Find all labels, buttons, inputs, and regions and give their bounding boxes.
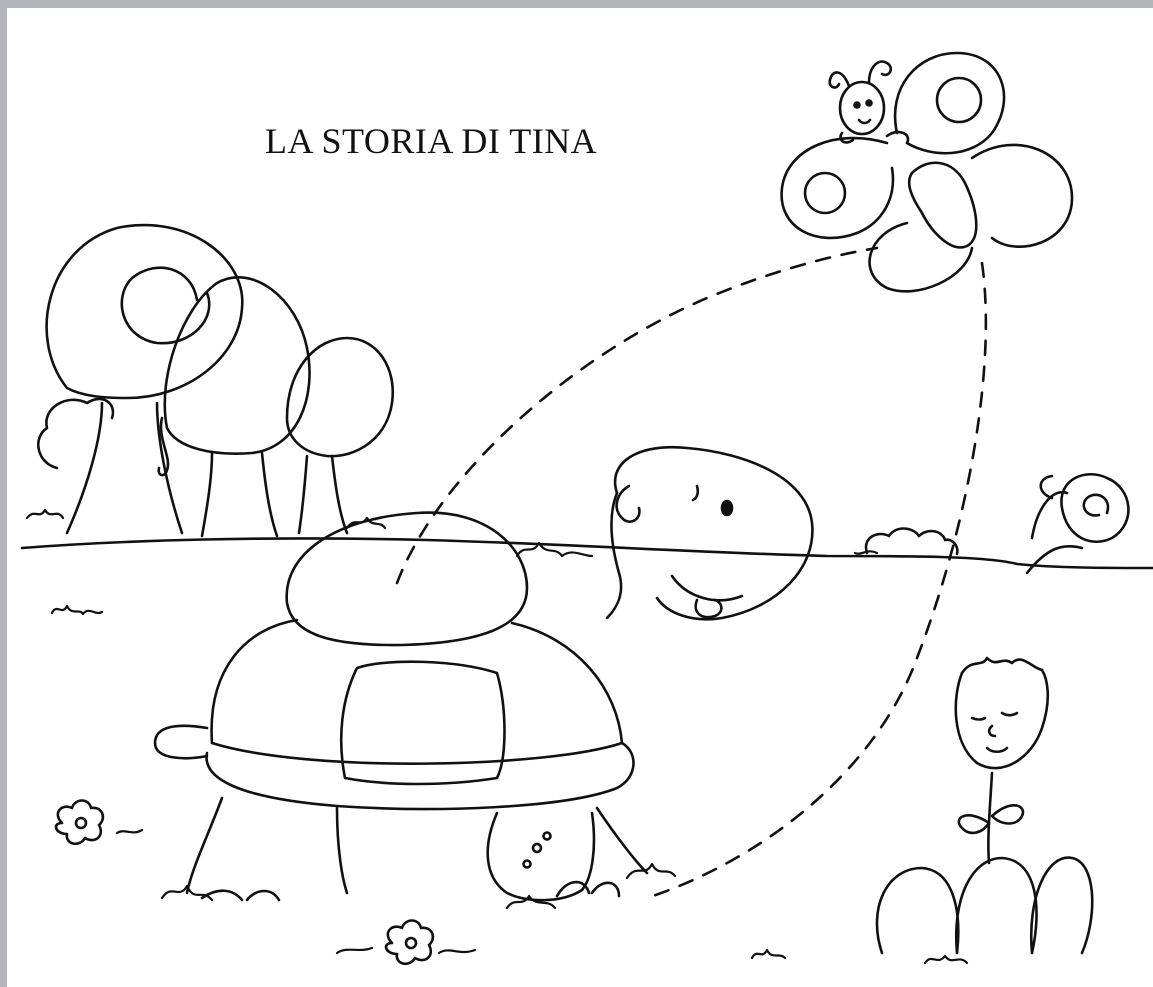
turtle-leg-spot-3	[524, 861, 531, 868]
tulip-leaf-left	[959, 815, 989, 833]
turtle-toes-back	[202, 891, 279, 900]
tulip-face-mouth	[987, 748, 1007, 752]
turtle-shell-plate-center	[341, 662, 504, 784]
butterfly-body	[909, 163, 976, 248]
turtle-smile	[672, 576, 742, 600]
butterfly-wing-bottom	[870, 223, 972, 291]
tree-right-trunk	[299, 456, 347, 533]
tulip-face-eye-right	[1002, 713, 1017, 715]
tulip-base-leaves	[877, 858, 1092, 953]
turtle-leg-spot-2	[544, 833, 551, 840]
page-title: LA STORIA DI TINA	[265, 121, 598, 161]
daisy-left	[56, 801, 103, 844]
ground-line	[22, 538, 1153, 568]
tulip-face-nose	[989, 726, 995, 736]
butterfly-arm	[840, 132, 908, 143]
tulip-petals-top	[962, 658, 1042, 673]
coloring-sheet: LA STORIA DI TINA	[7, 8, 1153, 987]
coloring-illustration	[7, 8, 1153, 987]
turtle-head	[615, 447, 812, 619]
tulip-face-eye-left	[972, 718, 985, 720]
butterfly-wing-top-spot	[937, 78, 981, 122]
tree-big-crown	[47, 225, 243, 398]
turtle-leg-back	[187, 798, 347, 893]
butterfly-antenna-right	[869, 62, 891, 83]
tree-right-crown	[287, 338, 393, 456]
butterfly-wing-left	[782, 138, 893, 238]
tree-small-left-bush	[38, 399, 113, 468]
daisy-left-center	[76, 818, 86, 828]
turtle-shell-rim	[207, 743, 634, 809]
turtle-tongue	[696, 600, 722, 617]
snail-shell	[1061, 474, 1128, 542]
daisy-bottom	[386, 921, 433, 964]
turtle-group	[155, 447, 812, 900]
turtle-leg-spot-1	[533, 844, 541, 852]
turtle-shell-top	[287, 513, 527, 645]
tree-big-trunk	[67, 403, 182, 533]
butterfly-head	[840, 82, 884, 134]
daisies-group	[56, 801, 433, 964]
tree-branch-swirl	[159, 418, 168, 475]
turtle-neck	[607, 493, 621, 618]
tulip-leaf-right	[992, 805, 1023, 823]
trees-group	[38, 225, 392, 536]
tulip-stem	[988, 773, 992, 863]
butterfly-group	[782, 53, 1072, 291]
butterfly-eye-left	[855, 103, 860, 108]
turtle-leg-front	[488, 813, 594, 900]
turtle-toes-front	[557, 882, 619, 896]
daisy-bottom-center	[406, 938, 416, 948]
tulip-group	[877, 658, 1092, 953]
butterfly-mouth	[859, 120, 870, 123]
tree-middle-trunk	[202, 453, 277, 536]
snail-bush-small	[1041, 476, 1052, 498]
tulip-head	[956, 670, 1048, 768]
turtle-eye	[722, 501, 732, 515]
snail-group	[1027, 474, 1128, 573]
butterfly-wing-right	[972, 145, 1072, 247]
tree-big-swirl	[122, 268, 209, 344]
grass-tufts	[27, 510, 967, 963]
butterfly-wing-top	[895, 53, 1004, 153]
snail-shell-swirl	[1084, 495, 1108, 516]
butterfly-wing-left-spot	[805, 173, 845, 213]
butterfly-eye-right	[867, 101, 872, 106]
bush-right	[866, 529, 957, 555]
flight-path-right	[647, 263, 986, 898]
turtle-shell-body	[212, 620, 622, 743]
turtle-leg-front-right	[597, 808, 647, 873]
tree-middle-crown	[165, 277, 310, 453]
turtle-nose	[617, 486, 640, 522]
turtle-eyebrow	[693, 486, 698, 500]
butterfly-antenna-left	[830, 72, 849, 87]
turtle-tail	[155, 726, 207, 758]
flight-path-left	[397, 248, 877, 583]
snail-body	[1027, 492, 1082, 573]
